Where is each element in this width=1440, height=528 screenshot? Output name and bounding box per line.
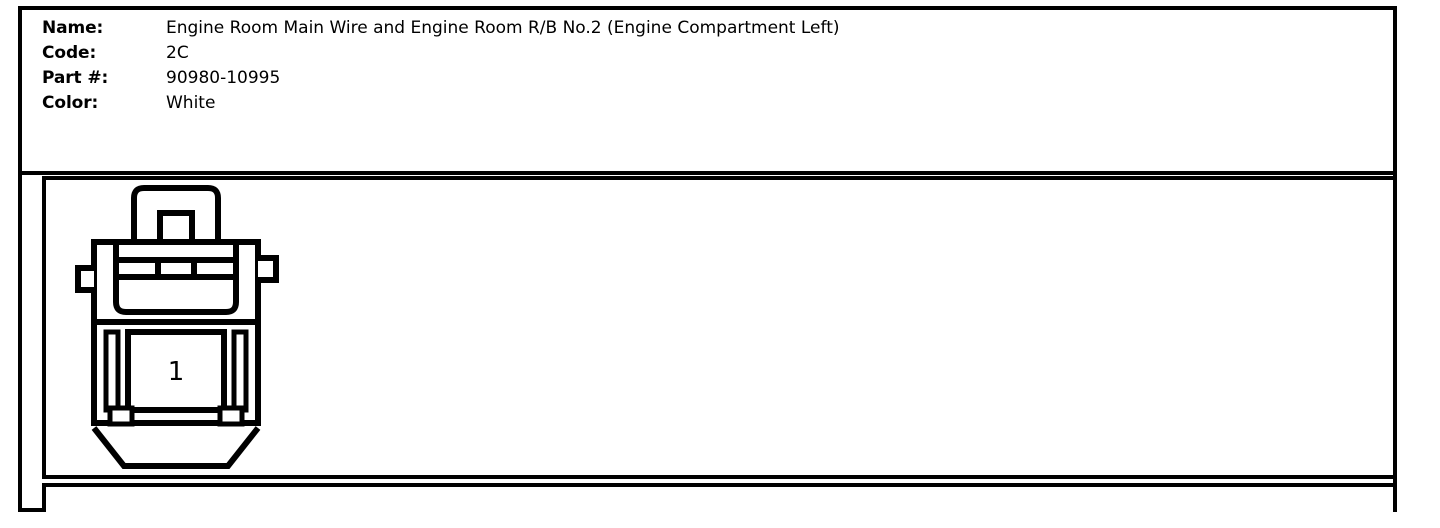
spec-value-color: White xyxy=(166,93,216,113)
spec-value-part-number: 90980-10995 xyxy=(166,68,281,88)
guide-rail-right xyxy=(231,329,249,413)
spec-value-name: Engine Room Main Wire and Engine Room R/… xyxy=(166,18,840,38)
guide-rail-left xyxy=(103,329,121,413)
connector-outline-icon: 1 xyxy=(75,185,279,469)
bottom-skirt xyxy=(91,426,261,469)
right-keying-notch xyxy=(258,255,279,283)
spec-label-part-number: Part #: xyxy=(42,68,109,88)
spec-row-name: Name: Engine Room Main Wire and Engine R… xyxy=(42,18,1242,43)
spec-block: Name: Engine Room Main Wire and Engine R… xyxy=(42,18,1242,118)
spec-diagram-divider xyxy=(22,171,1397,175)
cavity-1 xyxy=(125,329,227,413)
spec-value-code: 2C xyxy=(166,43,189,63)
left-keying-notch xyxy=(75,265,94,293)
lower-housing-outer xyxy=(91,322,261,426)
spec-row-part-number: Part #: 90980-10995 xyxy=(42,68,1242,93)
lock-lever-arch xyxy=(131,185,221,242)
spec-label-color: Color: xyxy=(42,93,99,113)
connector-face-view: 1 xyxy=(68,180,283,475)
footer-strip xyxy=(42,483,1397,512)
cavity-1-number: 1 xyxy=(168,357,185,387)
spec-row-color: Color: White xyxy=(42,93,1242,118)
connector-spec-sheet: Name: Engine Room Main Wire and Engine R… xyxy=(18,6,1397,512)
lock-lever-center-tab xyxy=(157,210,195,242)
connector-diagram-panel: 1 xyxy=(42,176,1397,479)
spec-label-code: Code: xyxy=(42,43,97,63)
spec-label-name: Name: xyxy=(42,18,104,38)
lever-plate xyxy=(113,242,239,315)
spec-row-code: Code: 2C xyxy=(42,43,1242,68)
bottom-latch-left xyxy=(107,405,135,427)
bottom-latch-right xyxy=(217,405,245,427)
